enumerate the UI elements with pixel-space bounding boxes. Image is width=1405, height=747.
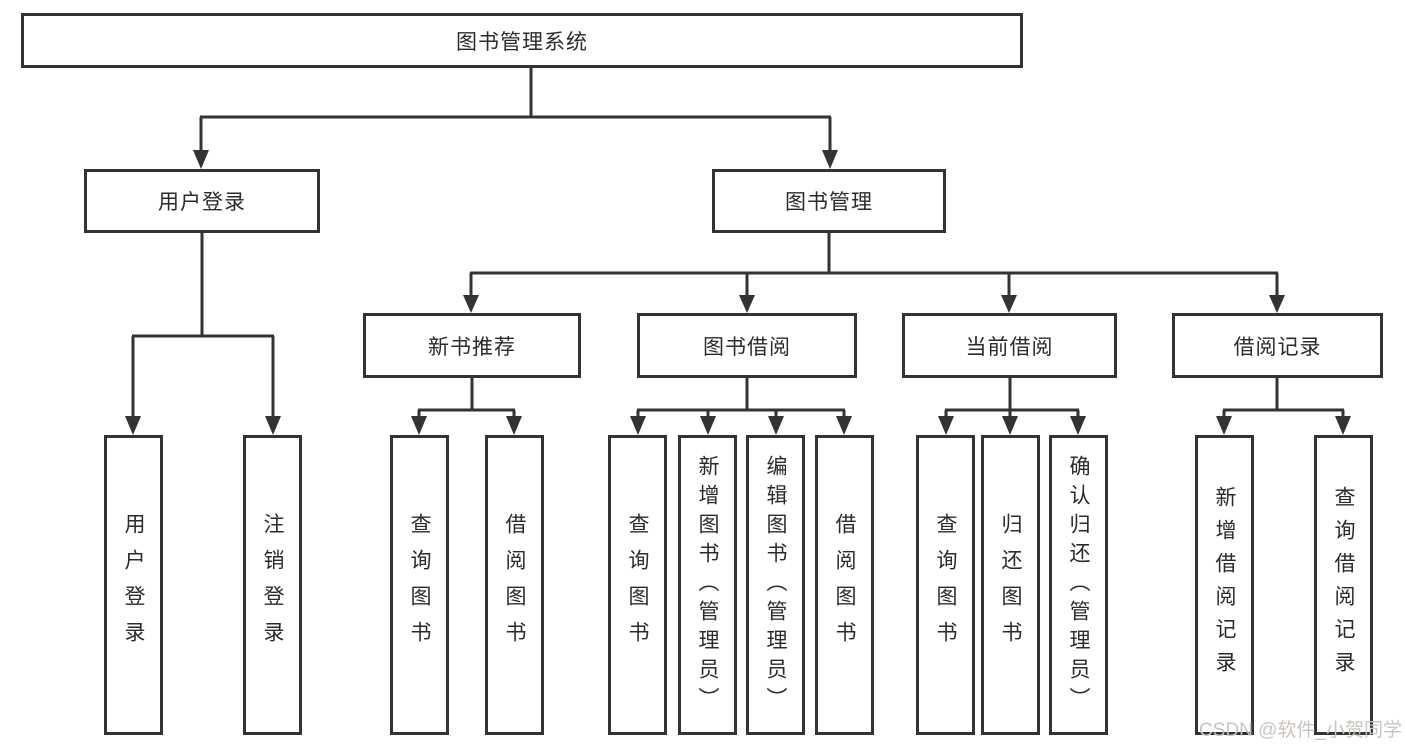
arrowhead-icon — [265, 416, 281, 435]
leaf-br-add-record: 新增借阅记录 — [1195, 435, 1254, 735]
node-root: 图书管理系统 — [21, 13, 1023, 68]
arrowhead-icon — [700, 416, 716, 435]
node-book-borrow: 图书借阅 — [637, 313, 857, 378]
leaf-nb-borrow-books: 借阅图书 — [485, 435, 544, 735]
watermark: CSDN @软件_小贺同学 — [1199, 720, 1402, 741]
arrowhead-icon — [506, 416, 522, 435]
leaf-logout: 注销登录 — [243, 435, 302, 735]
arrowhead-icon — [1002, 416, 1018, 435]
arrowhead-icon — [739, 295, 755, 313]
arrowhead-icon — [768, 416, 784, 435]
leaf-cb-return-books: 归还图书 — [981, 435, 1040, 735]
arrowhead-icon — [630, 416, 646, 435]
leaf-user-login: 用户登录 — [104, 435, 163, 735]
leaf-br-query-record: 查询借阅记录 — [1314, 435, 1373, 735]
arrowhead-icon — [1269, 295, 1285, 313]
leaf-cb-query-books: 查询图书 — [916, 435, 975, 735]
leaf-bb-edit-book-admin: 编辑图书（管理员） — [746, 435, 805, 735]
node-book-management: 图书管理 — [712, 169, 946, 233]
leaf-bb-borrow-books: 借阅图书 — [815, 435, 874, 735]
leaf-bb-query-books: 查询图书 — [608, 435, 667, 735]
node-borrow-records: 借阅记录 — [1172, 313, 1383, 378]
arrowhead-icon — [836, 416, 852, 435]
leaf-bb-add-book-admin: 新增图书（管理员） — [678, 435, 737, 735]
leaf-cb-confirm-return-admin: 确认归还（管理员） — [1049, 435, 1108, 735]
node-user-login: 用户登录 — [84, 169, 320, 233]
node-new-book-recommend: 新书推荐 — [363, 313, 581, 378]
arrowhead-icon — [1001, 295, 1017, 313]
arrowhead-icon — [125, 416, 141, 435]
arrowhead-icon — [822, 150, 838, 169]
arrowhead-icon — [411, 416, 427, 435]
arrowhead-icon — [1335, 416, 1351, 435]
arrowhead-icon — [1070, 416, 1086, 435]
arrowhead-icon — [463, 295, 479, 313]
leaf-nb-query-books: 查询图书 — [390, 435, 449, 735]
arrowhead-icon — [938, 416, 954, 435]
node-current-borrow: 当前借阅 — [902, 313, 1117, 378]
arrowhead-icon — [1216, 416, 1232, 435]
arrowhead-icon — [193, 150, 209, 169]
